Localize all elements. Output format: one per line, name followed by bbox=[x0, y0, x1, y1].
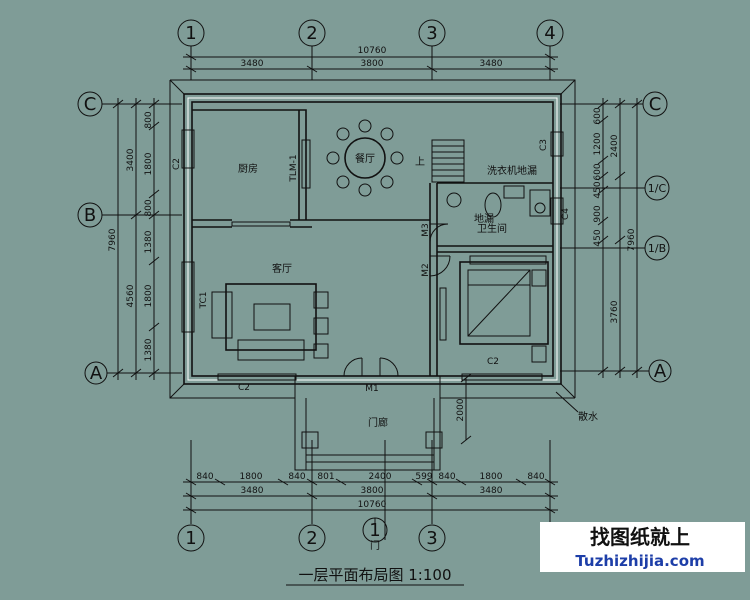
dim-left-inner-4: 1380 bbox=[144, 230, 154, 253]
dim-left-mid-2: 4560 bbox=[126, 284, 136, 307]
dim-bottom-detail-3: 840 bbox=[288, 472, 305, 482]
porch: 2000 bbox=[294, 373, 472, 471]
room-labels: 厨房 餐厅 客厅 卫生间 门廊 洗衣机地漏 地漏 上 散水 bbox=[238, 152, 598, 429]
page-title: 一层平面布局图 1:100 bbox=[299, 566, 452, 584]
drawing-title: 一层平面布局图 1:100 bbox=[286, 566, 464, 586]
axis-right-1c: 1/C bbox=[648, 182, 667, 195]
dim-left-inner-1: 800 bbox=[144, 111, 154, 128]
dim-bottom-detail-8: 1800 bbox=[480, 472, 503, 482]
dim-bottom-detail-6: 599 bbox=[415, 472, 432, 482]
label-c2-bed: C2 bbox=[487, 357, 499, 367]
label-c2-kitchen: C2 bbox=[172, 158, 182, 170]
label-c3: C3 bbox=[539, 139, 549, 151]
dim-left-inner-2: 1800 bbox=[144, 152, 154, 175]
label-m2: M2 bbox=[421, 263, 431, 277]
axis-left-a: A bbox=[90, 363, 103, 384]
top-dimensions: 10760 3480 3800 3480 bbox=[183, 46, 558, 73]
bottom-dimensions: 840 1800 840 801 2400 599 840 1800 840 3… bbox=[183, 472, 558, 514]
dim-right-mid-1: 2400 bbox=[610, 134, 620, 157]
bottom-axis-bubbles: 1 2 1 3 门 bbox=[177, 440, 551, 552]
axis-top-1: 1 bbox=[185, 23, 196, 44]
dim-bottom-detail-2: 1800 bbox=[240, 472, 263, 482]
room-drain: 地漏 bbox=[474, 212, 494, 225]
dim-right-inner-1: 600 bbox=[593, 107, 603, 124]
apron-label: 散水 bbox=[578, 410, 598, 423]
dim-right-outer: 7960 bbox=[627, 228, 637, 251]
dim-bottom-detail-7: 840 bbox=[438, 472, 455, 482]
label-tlm: TLM-1 bbox=[289, 154, 299, 182]
dim-right-inner-3: 600 bbox=[593, 163, 603, 180]
axis-right-1b: 1/B bbox=[648, 242, 666, 255]
dim-right-inner-2: 1200 bbox=[593, 132, 603, 155]
dim-right-inner-4: 450 bbox=[593, 181, 603, 198]
axis-bottom-1: 1 bbox=[185, 528, 196, 549]
label-c2-bottom: C2 bbox=[238, 383, 250, 393]
label-m3: M3 bbox=[421, 223, 431, 237]
sofa-set bbox=[211, 283, 329, 361]
watermark: 找图纸就上 Tuzhizhijia.com bbox=[540, 522, 745, 572]
stair-up: 上 bbox=[415, 156, 425, 168]
room-dining: 餐厅 bbox=[355, 152, 375, 165]
top-axis-bubbles: 1 2 3 4 bbox=[177, 19, 564, 80]
dim-left-inner-3: 800 bbox=[144, 199, 154, 216]
room-living: 客厅 bbox=[272, 262, 292, 275]
axis-bottom-section: 1 bbox=[369, 520, 380, 541]
left-axis: C B A 7960 3400 4560 800 1800 800 1380 1… bbox=[77, 91, 182, 385]
dim-porch: 2000 bbox=[456, 398, 466, 421]
dim-left-inner-6: 1380 bbox=[144, 338, 154, 361]
room-porch: 门廊 bbox=[368, 416, 388, 429]
dim-left-inner-5: 1800 bbox=[144, 284, 154, 307]
room-bathroom: 卫生间 bbox=[477, 222, 507, 235]
dining-table bbox=[326, 119, 404, 197]
dim-bottom-detail-1: 840 bbox=[196, 472, 213, 482]
room-washer: 洗衣机地漏 bbox=[487, 164, 537, 177]
axis-top-2: 2 bbox=[306, 23, 317, 44]
label-c4: C4 bbox=[561, 208, 571, 220]
dim-left-outer: 7960 bbox=[108, 228, 118, 251]
right-axis: C 1/C 1/B A 7960 2400 3760 600 1200 600 … bbox=[560, 91, 672, 383]
dim-left-mid-1: 3400 bbox=[126, 148, 136, 171]
axis-bottom-3: 3 bbox=[426, 528, 437, 549]
dim-right-mid-2: 3760 bbox=[610, 300, 620, 323]
dim-bottom-detail-4: 801 bbox=[317, 472, 334, 482]
dim-bottom-total: 10760 bbox=[358, 500, 387, 510]
axis-top-3: 3 bbox=[426, 23, 437, 44]
dim-bottom-seg-1: 3480 bbox=[241, 486, 264, 496]
building-outline bbox=[169, 79, 576, 399]
dim-top-total: 10760 bbox=[358, 46, 387, 56]
dim-right-inner-6: 450 bbox=[593, 229, 603, 246]
opening-labels: C2 TLM-1 C3 C4 M3 M2 TC1 C2 C2 M1 bbox=[172, 139, 571, 394]
axis-right-c: C bbox=[649, 94, 662, 115]
bottom-marker: 门 bbox=[370, 539, 380, 552]
dim-bottom-seg-2: 3800 bbox=[361, 486, 384, 496]
dim-right-inner-5: 900 bbox=[593, 205, 603, 222]
watermark-url: Tuzhizhijia.com bbox=[575, 552, 704, 570]
room-kitchen: 厨房 bbox=[238, 162, 258, 175]
dim-bottom-detail-5: 2400 bbox=[369, 472, 392, 482]
axis-bottom-2: 2 bbox=[306, 528, 317, 549]
axis-right-a: A bbox=[654, 361, 667, 382]
dim-top-seg-3: 3480 bbox=[480, 59, 503, 69]
axis-left-c: C bbox=[84, 94, 97, 115]
axis-left-b: B bbox=[84, 205, 96, 226]
label-m1: M1 bbox=[365, 384, 379, 394]
dim-bottom-seg-3: 3480 bbox=[480, 486, 503, 496]
interior-walls bbox=[181, 109, 564, 381]
watermark-cn: 找图纸就上 bbox=[590, 525, 690, 549]
dim-bottom-detail-9: 840 bbox=[527, 472, 544, 482]
dim-top-seg-2: 3800 bbox=[361, 59, 384, 69]
dim-top-seg-1: 3480 bbox=[241, 59, 264, 69]
label-tc1: TC1 bbox=[199, 292, 209, 310]
axis-top-4: 4 bbox=[544, 23, 555, 44]
